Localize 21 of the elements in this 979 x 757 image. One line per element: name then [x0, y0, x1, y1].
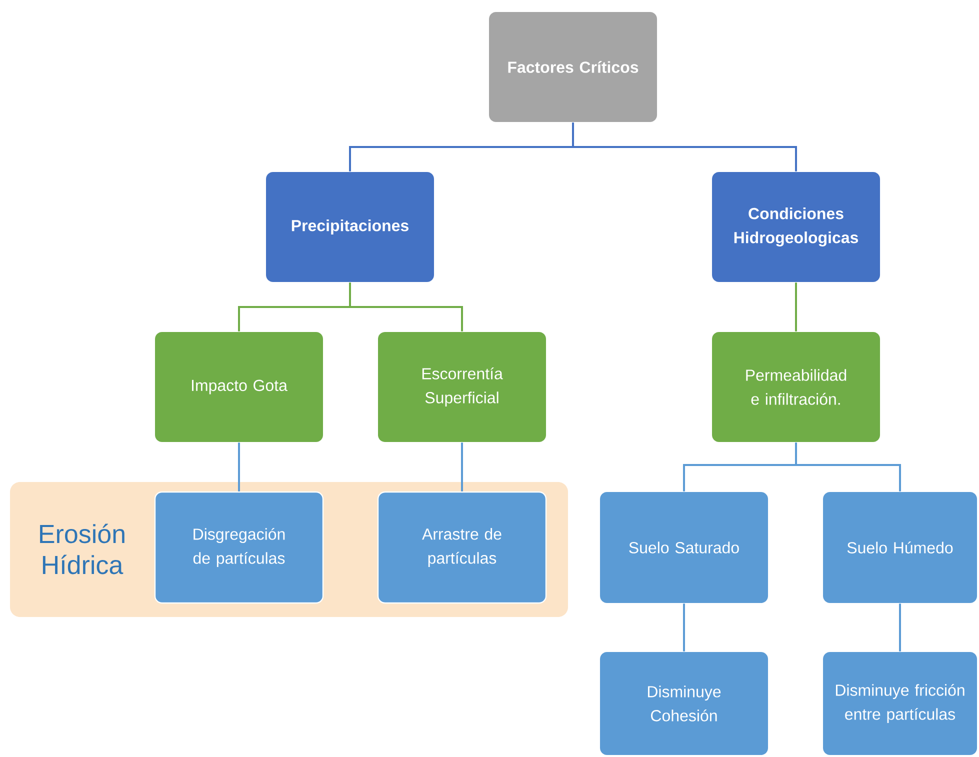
process-box: Disminuye Cohesión: [600, 652, 768, 755]
connector: [899, 604, 902, 652]
process-box: Escorrentía Superficial: [378, 332, 546, 442]
connector: [795, 442, 902, 492]
process-box: Suelo Saturado: [600, 492, 768, 603]
process-box: Precipitaciones: [266, 172, 434, 282]
connector: [572, 122, 797, 172]
process-box: Disgregación de partículas: [154, 491, 324, 604]
connector: [238, 442, 240, 492]
connector: [683, 604, 685, 652]
process-box: Suelo Húmedo: [823, 492, 978, 603]
connector: [461, 442, 463, 492]
process-box: Factores Críticos: [489, 12, 657, 122]
process-box: Arrastre de partículas: [377, 491, 547, 604]
process-box: Condiciones Hidrogeologicas: [712, 172, 880, 282]
band-title: Erosión Hídrica: [40, 524, 124, 574]
connector: [795, 282, 797, 332]
process-box: Impacto Gota: [155, 332, 323, 442]
process-box: Permeabilidad e infiltración.: [712, 332, 880, 442]
process-box: Disminuye fricción entre partículas: [823, 652, 978, 755]
connector: [349, 282, 463, 332]
